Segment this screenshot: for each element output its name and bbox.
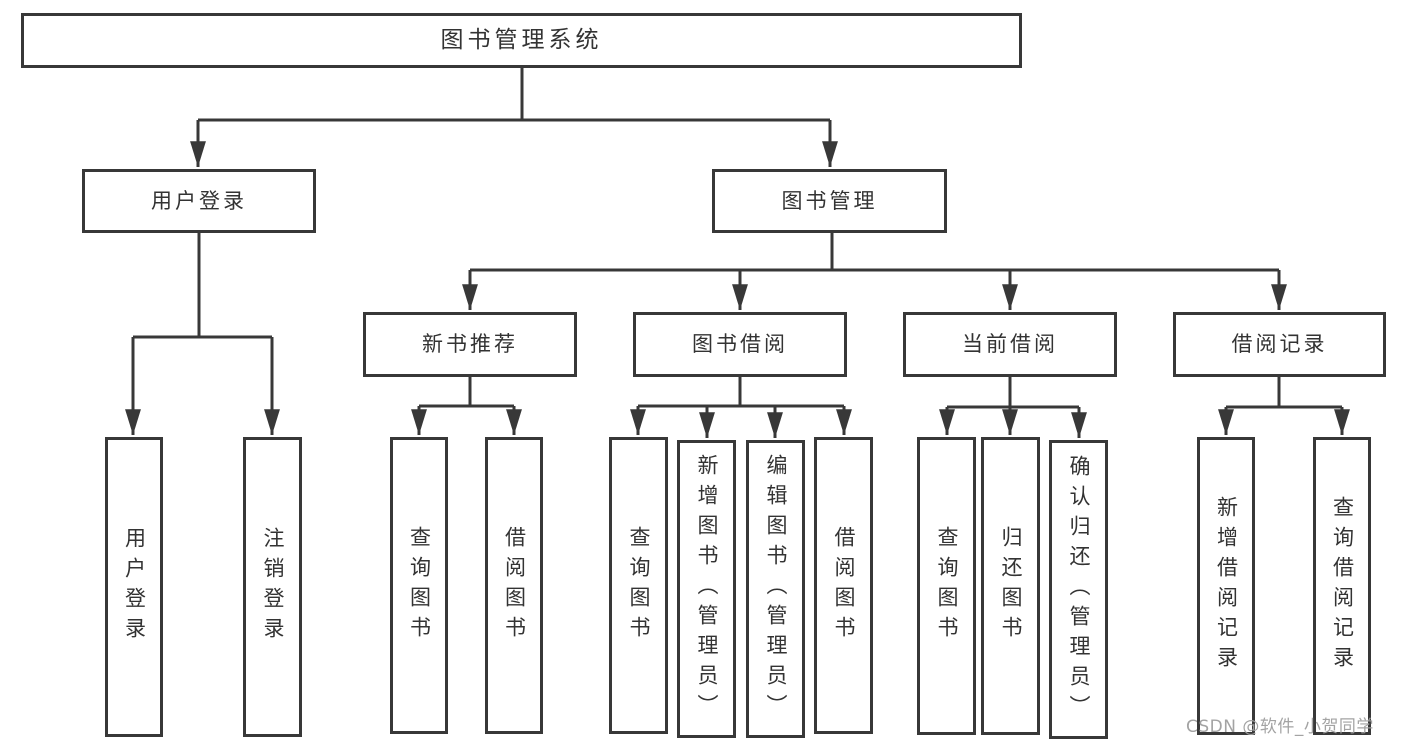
node-user-login: 用户登录: [82, 169, 316, 233]
leaf-return-book: 归还图书: [981, 437, 1040, 735]
leaf-current-query-book: 查询图书: [917, 437, 976, 735]
node-current-borrow: 当前借阅: [903, 312, 1117, 377]
node-root: 图书管理系统: [21, 13, 1022, 68]
leaf-recommend-query-book: 查询图书: [390, 437, 448, 734]
leaf-borrow-query-book: 查询图书: [609, 437, 668, 734]
node-borrow-records: 借阅记录: [1173, 312, 1386, 377]
leaf-confirm-return-admin: 确认归还（管理员）: [1049, 440, 1108, 739]
leaf-recommend-borrow-book: 借阅图书: [485, 437, 543, 734]
node-book-management: 图书管理: [712, 169, 947, 233]
leaf-query-borrow-record: 查询借阅记录: [1313, 437, 1371, 735]
leaf-add-book-admin: 新增图书（管理员）: [677, 440, 736, 738]
node-new-book-recommend: 新书推荐: [363, 312, 577, 377]
leaf-user-login: 用户登录: [105, 437, 163, 737]
node-book-borrow: 图书借阅: [633, 312, 847, 377]
leaf-add-borrow-record: 新增借阅记录: [1197, 437, 1255, 735]
leaf-logout: 注销登录: [243, 437, 302, 737]
leaf-borrow-book: 借阅图书: [814, 437, 873, 734]
csdn-watermark: CSDN @软件_小贺同学: [1186, 717, 1374, 737]
leaf-edit-book-admin: 编辑图书（管理员）: [746, 440, 805, 738]
